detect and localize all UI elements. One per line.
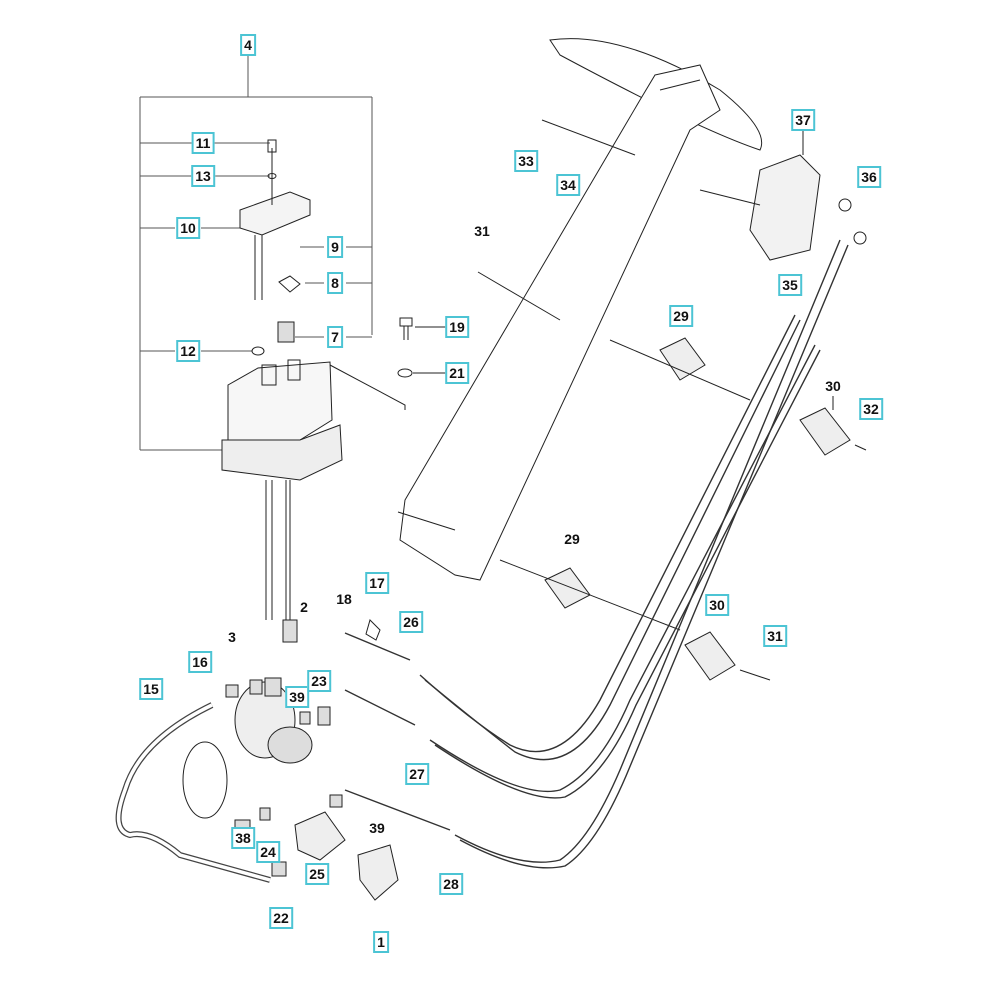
callout-10: 10 xyxy=(176,217,200,239)
steering-column xyxy=(399,38,763,581)
callout-2: 2 xyxy=(300,599,308,615)
callout-25: 25 xyxy=(305,863,329,885)
washer-21 xyxy=(397,368,446,378)
callout-30: 30 xyxy=(705,594,729,616)
callout-33: 33 xyxy=(514,150,538,172)
callout-27: 27 xyxy=(405,763,429,785)
callout-23: 23 xyxy=(307,670,331,692)
callout-24: 24 xyxy=(256,841,280,863)
callout-37: 37 xyxy=(791,109,815,131)
screw-31-line xyxy=(477,271,561,321)
callout-31: 31 xyxy=(474,223,490,239)
callout-16: 16 xyxy=(188,651,212,673)
callout-28: 28 xyxy=(439,873,463,895)
callout-38: 38 xyxy=(231,827,255,849)
valve-block-37 xyxy=(699,130,867,261)
callout-39: 39 xyxy=(285,686,309,708)
callout-11: 11 xyxy=(191,132,215,154)
pump-assembly xyxy=(182,619,399,901)
callout-19: 19 xyxy=(445,316,469,338)
callout-17: 17 xyxy=(365,572,389,594)
clamp-29-lower xyxy=(499,559,681,631)
screw-line-lower xyxy=(397,511,456,531)
clamp-29-upper xyxy=(609,337,751,401)
callout-26: 26 xyxy=(399,611,423,633)
joystick-handle xyxy=(239,139,311,356)
callout-22: 22 xyxy=(269,907,293,929)
callout-39: 39 xyxy=(369,820,385,836)
callout-21: 21 xyxy=(445,362,469,384)
control-box xyxy=(221,359,406,620)
callout-18: 18 xyxy=(336,591,352,607)
callout-15: 15 xyxy=(139,678,163,700)
callout-1: 1 xyxy=(373,931,389,953)
callout-32: 32 xyxy=(859,398,883,420)
callout-4: 4 xyxy=(240,34,256,56)
group-bracket-4 xyxy=(139,55,373,451)
callout-13: 13 xyxy=(191,165,215,187)
hydraulic-hoses xyxy=(344,239,849,869)
callout-31: 31 xyxy=(763,625,787,647)
hose-15-inner xyxy=(116,703,271,882)
callout-36: 36 xyxy=(857,166,881,188)
bolt-19 xyxy=(399,317,446,340)
callout-8: 8 xyxy=(327,272,343,294)
callout-35: 35 xyxy=(778,274,802,296)
callout-7: 7 xyxy=(327,326,343,348)
clamp-30-upper xyxy=(799,396,867,456)
callout-29: 29 xyxy=(669,305,693,327)
callout-3: 3 xyxy=(228,629,236,645)
callout-30: 30 xyxy=(825,378,841,394)
callout-12: 12 xyxy=(176,340,200,362)
clamp-30-lower xyxy=(684,631,771,681)
callout-34: 34 xyxy=(556,174,580,196)
screw-33-line xyxy=(541,119,636,156)
callout-29: 29 xyxy=(564,531,580,547)
callout-9: 9 xyxy=(327,236,343,258)
